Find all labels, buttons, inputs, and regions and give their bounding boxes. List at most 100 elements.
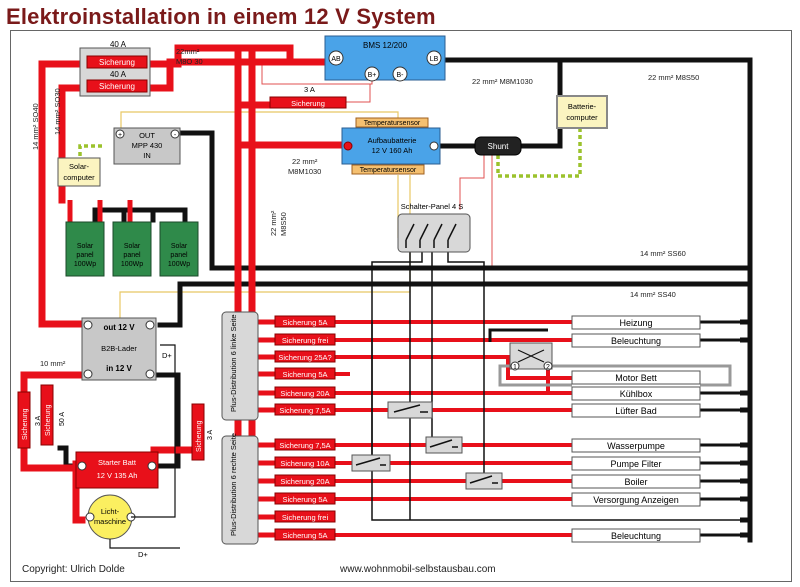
b2b-charger: out 12 V B2B-Lader in 12 V D+ bbox=[81, 317, 172, 381]
switch-panel: Schalter-Panel 4 S bbox=[397, 202, 471, 253]
svg-text:+: + bbox=[118, 132, 122, 139]
negative-lines bbox=[57, 57, 753, 543]
mppt-out: OUT bbox=[139, 131, 155, 140]
cable-labels: 22mm² M8O 30 22 mm² M8M1030 22 mm² M8S50… bbox=[31, 47, 699, 368]
svg-text:100Wp: 100Wp bbox=[121, 261, 143, 268]
copyright: Copyright: Ulrich Dolde bbox=[22, 564, 125, 575]
starter-battery: Starter Batt 12 V 135 Ah bbox=[75, 451, 159, 489]
battery-computer-line1: Batterie- bbox=[568, 102, 597, 111]
dist-fuse: Sicherung frei bbox=[282, 513, 329, 522]
dplus-line bbox=[131, 344, 176, 518]
aux-battery-line2: 12 V 160 Ah bbox=[372, 146, 413, 155]
ground-bar bbox=[740, 265, 752, 538]
dist-feed-lines bbox=[67, 200, 275, 538]
cable-label: 10 mm² bbox=[40, 359, 66, 368]
cable-label: M8M1030 bbox=[288, 167, 321, 176]
starter-batt-line2: 12 V 135 Ah bbox=[97, 471, 138, 480]
dist-fuse: Sicherung 20A bbox=[280, 477, 329, 486]
shunt: Shunt bbox=[474, 136, 522, 156]
cable-label: M8O 30 bbox=[176, 57, 203, 66]
page-title: Elektroinstallation in einem 12 V System bbox=[6, 4, 436, 29]
svg-text:Solar: Solar bbox=[77, 243, 94, 250]
bms-bminus: B- bbox=[397, 72, 405, 79]
temp-sensor-top: Temperatursensor bbox=[364, 120, 421, 127]
mppt-in: IN bbox=[143, 151, 151, 160]
starter-batt-line1: Starter Batt bbox=[98, 458, 137, 467]
bms-bplus: B+ bbox=[368, 72, 377, 79]
consumer: Heizung bbox=[619, 318, 652, 328]
dist-fuse: Sicherung 5A bbox=[282, 495, 327, 504]
alternator-line1: Licht- bbox=[101, 507, 120, 516]
switch-panel-label: Schalter-Panel 4 S bbox=[401, 202, 464, 211]
aux-battery: Temperatursensor Aufbaubatterie 12 V 160… bbox=[341, 117, 441, 175]
consumer: Pumpe Filter bbox=[610, 459, 661, 469]
consumer: Wasserpumpe bbox=[607, 441, 665, 451]
fuse-label: Sicherung bbox=[99, 58, 135, 67]
motor-switch: 1 2 bbox=[509, 342, 553, 371]
main-fuse-box: 40 A Sicherung 40 A Sicherung bbox=[79, 40, 151, 97]
dplus-line bbox=[109, 539, 180, 549]
mppt-model: MPP 430 bbox=[132, 141, 163, 150]
b2b-out: out 12 V bbox=[103, 323, 135, 332]
dist-fuse: Sicherung 5A bbox=[282, 531, 327, 540]
alternator-dplus: D+ bbox=[138, 550, 148, 559]
cable-label: 22mm² bbox=[176, 47, 200, 56]
aux-battery-line1: Aufbaubatterie bbox=[368, 136, 417, 145]
fuse-right-vertical: Sicherung 3 A bbox=[191, 403, 214, 461]
cable-label: 22 mm² M8M1030 bbox=[472, 77, 533, 86]
consumer: Boiler bbox=[624, 477, 647, 487]
svg-text:Sicherung: Sicherung bbox=[45, 404, 52, 436]
battery-computer: Batterie- computer bbox=[556, 95, 608, 129]
b2b-name: B2B-Lader bbox=[101, 344, 137, 353]
cable-label: 22 mm² bbox=[269, 210, 278, 236]
cable-label: M8S50 bbox=[279, 212, 288, 236]
shunt-label: Shunt bbox=[488, 142, 510, 151]
cable-label: 14 mm² SS60 bbox=[640, 249, 686, 258]
svg-text:50 A: 50 A bbox=[59, 412, 66, 426]
cable-label: 22 mm² bbox=[292, 157, 318, 166]
dist-fuse: Sicherung 5A bbox=[282, 318, 327, 327]
dist-output-lines bbox=[335, 320, 572, 537]
svg-text:Solar: Solar bbox=[124, 243, 141, 250]
website: www.wohnmobil-selbstausbau.com bbox=[340, 564, 496, 575]
fuse-label: Sicherung bbox=[99, 82, 135, 91]
solar-computer-line1: Solar- bbox=[69, 162, 90, 171]
battery-computer-line2: computer bbox=[566, 113, 598, 122]
svg-text:100Wp: 100Wp bbox=[168, 261, 190, 268]
motor-lines bbox=[498, 364, 732, 387]
solar-panel: Solar panel 100Wp bbox=[159, 221, 199, 277]
cable-label: 14 mm² SO30 bbox=[53, 88, 62, 135]
consumer-list: Heizung Beleuchtung Motor Bett Kühlbox L… bbox=[571, 315, 701, 543]
solar-panel-group: Solar panel 100Wp Solar panel 100Wp Sola… bbox=[65, 221, 199, 277]
distribution-right: Plus-Distribution 6 rechte Seite Sicheru… bbox=[221, 433, 336, 545]
fuse-label: Sicherung bbox=[291, 99, 325, 108]
fuse-top-rating: 40 A bbox=[110, 40, 127, 49]
dist-fuse: Sicherung 10A bbox=[280, 459, 329, 468]
solar-computer: Solar- computer bbox=[57, 157, 101, 187]
consumer: Lüfter Bad bbox=[615, 406, 657, 416]
motor-switch-two: 2 bbox=[546, 364, 550, 371]
svg-text:3 A: 3 A bbox=[207, 430, 214, 440]
dist-right-title: Plus-Distribution 6 rechte Seite bbox=[229, 433, 238, 536]
dist-fuse: Sicherung frei bbox=[282, 336, 329, 345]
b2b-in: in 12 V bbox=[106, 364, 132, 373]
svg-text:Solar: Solar bbox=[171, 243, 188, 250]
consumer-return-lines bbox=[488, 320, 750, 537]
fuse-rating: 3 A bbox=[304, 85, 315, 94]
alternator: Licht- maschine D+ bbox=[85, 494, 148, 559]
dist-fuse: Sicherung 20A bbox=[280, 389, 329, 398]
cable-label: 14 mm² SS40 bbox=[630, 290, 676, 299]
dist-fuse: Sicherung 7,5A bbox=[279, 406, 330, 415]
svg-text:-: - bbox=[174, 132, 177, 139]
distribution-left: Plus-Distribution 6 linke Seite Sicherun… bbox=[221, 311, 336, 421]
consumer: Motor Bett bbox=[615, 373, 657, 383]
bms-ab: AB bbox=[331, 56, 341, 63]
consumer: Kühlbox bbox=[620, 389, 653, 399]
svg-text:3 A: 3 A bbox=[35, 416, 42, 426]
cable-label: 14 mm² SO40 bbox=[31, 103, 40, 150]
sense-lines bbox=[78, 128, 582, 178]
bms-device: BMS 12/200 AB LB B+ B- bbox=[324, 35, 446, 82]
bms-label: BMS 12/200 bbox=[363, 41, 408, 50]
consumer: Beleuchtung bbox=[611, 336, 661, 346]
